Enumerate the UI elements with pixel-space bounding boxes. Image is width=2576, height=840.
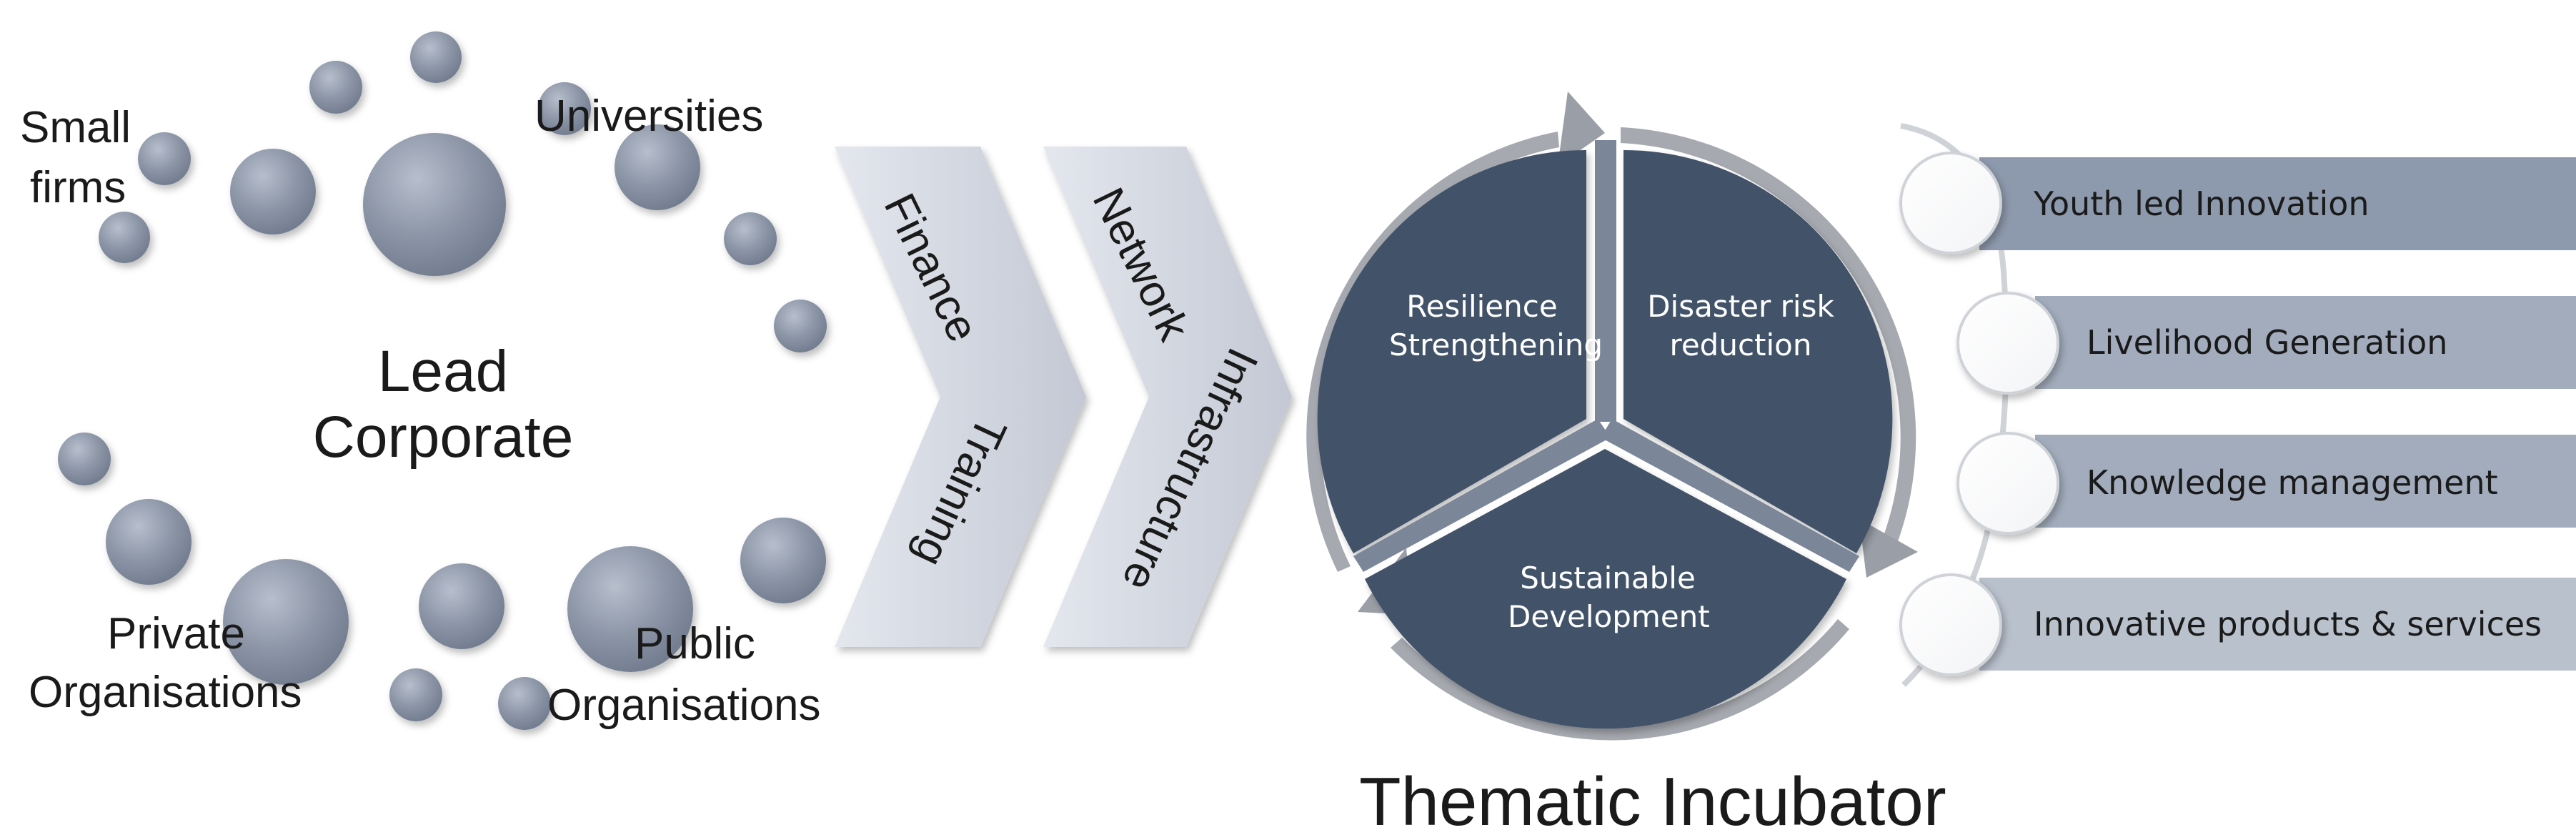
outcome-circle-1	[1899, 152, 2002, 255]
bubble	[138, 132, 191, 185]
outcome-label-3: Knowledge management	[2087, 463, 2498, 502]
private-label-line1: Private	[107, 609, 245, 658]
outcome-bar-2	[2035, 296, 2576, 389]
outcome-label-4: Innovative products & services	[2034, 605, 2542, 643]
outcome-label-1: Youth led Innovation	[2034, 184, 2369, 223]
segment-divider	[1595, 140, 1616, 422]
public-label-line1: Public	[635, 619, 755, 668]
cycle-ring	[1306, 132, 1559, 572]
universities-label: Universities	[534, 92, 764, 141]
private-label-line2: Organisations	[29, 668, 302, 717]
outcome-circle-3	[1956, 432, 2059, 535]
bubble	[740, 518, 826, 603]
bubble-cluster	[58, 31, 827, 730]
small-firms-label: Small	[20, 106, 131, 150]
thematic-incubator-title: Thematic Incubator	[1359, 764, 1946, 840]
lead-corporate-label: Lead Corporate	[286, 339, 600, 470]
segment-sustainable-label: Sustainable Development	[1508, 559, 1710, 636]
lead-line1: Lead	[377, 339, 509, 404]
incubator-cycle	[1306, 92, 1918, 741]
bubble	[309, 61, 362, 114]
segment-resilience-label: Resilience Strengthening	[1389, 287, 1603, 365]
resilience-line1: Resilience	[1406, 289, 1558, 324]
sustainable-line1: Sustainable	[1520, 560, 1696, 596]
outcome-bar-4	[1979, 578, 2576, 671]
bubble	[724, 212, 777, 265]
segment-disaster-label: Disaster risk reduction	[1641, 287, 1841, 365]
cycle-arrowhead	[1558, 92, 1605, 166]
public-label-line2: Organisations	[547, 681, 821, 730]
bubble	[389, 668, 442, 721]
disaster-line2: reduction	[1669, 327, 1812, 362]
bubble	[538, 82, 591, 135]
bubble	[106, 499, 192, 585]
bubble	[774, 300, 827, 352]
resilience-line2: Strengthening	[1389, 327, 1603, 362]
disaster-line1: Disaster risk	[1647, 289, 1834, 324]
bubble	[410, 31, 462, 83]
cycle-arrowhead	[1859, 519, 1918, 578]
bubble	[363, 133, 506, 276]
bubble	[615, 124, 700, 210]
outcome-bar-1	[1979, 157, 2576, 250]
outcome-circle-4	[1899, 573, 2002, 676]
segment-resilience	[1317, 149, 1586, 553]
bubble	[230, 149, 316, 234]
bubble	[99, 212, 150, 263]
outcome-circle-2	[1956, 292, 2059, 395]
segment-sustainable	[1365, 449, 1846, 729]
bubble	[419, 563, 504, 649]
bubble	[567, 546, 693, 672]
small-firms-line1: Small	[20, 103, 131, 152]
bubble	[498, 677, 551, 730]
lead-line2: Corporate	[312, 404, 574, 470]
segment-divider	[1353, 419, 1611, 572]
bubble	[58, 433, 111, 485]
sustainable-line2: Development	[1508, 598, 1710, 634]
outcome-label-2: Livelihood Generation	[2087, 323, 2448, 362]
small-firms-label-2: firms	[30, 166, 126, 210]
outcome-bar-3	[2035, 435, 2576, 528]
chevron-network-infrastructure	[1043, 147, 1292, 647]
segment-divider	[1601, 419, 1859, 572]
segment-disaster-risk	[1623, 149, 1893, 553]
small-firms-line2: firms	[30, 163, 126, 212]
bubble	[223, 559, 349, 685]
chevron-finance-training	[835, 147, 1086, 647]
cycle-ring	[1391, 619, 1849, 741]
